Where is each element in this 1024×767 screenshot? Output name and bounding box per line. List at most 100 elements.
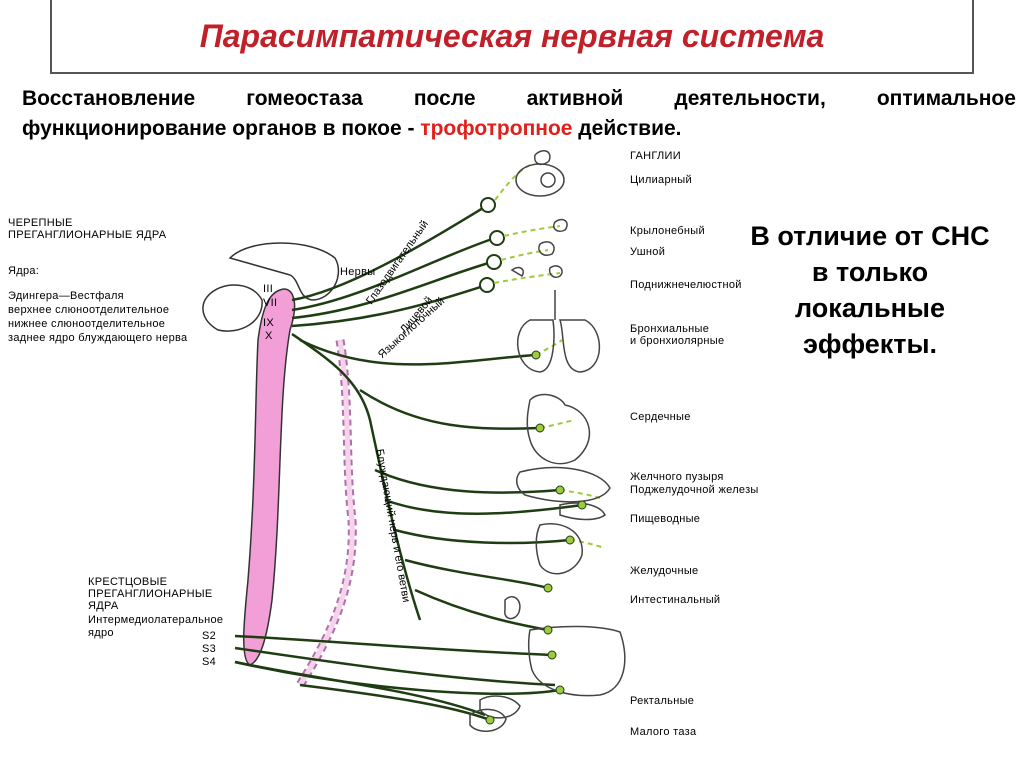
ganglion-ciliary: [480, 197, 496, 213]
intro-word: гомеостаза: [246, 87, 363, 110]
kidney: [504, 596, 521, 620]
vagus-cardiac: [359, 388, 541, 430]
intro-prefix: функционирование органов в покое -: [22, 117, 421, 140]
edinger-westphal-label: Эдингера—Вестфаля: [8, 290, 124, 302]
bladder: [469, 708, 507, 732]
intro-highlight: трофотропное: [420, 117, 573, 140]
callout-line: локальные: [795, 293, 945, 323]
gastric-label: Желудочные: [630, 565, 699, 577]
vagus-gastric: [404, 558, 549, 590]
rectal-label: Ректальные: [630, 695, 695, 707]
s4-label: S4: [202, 656, 217, 668]
bronchial-label-1: Бронхиальные: [630, 323, 710, 335]
intermediolateral-label-1: Интермедиолатераль­ное: [88, 614, 224, 626]
cn-ix-label: IX: [263, 317, 274, 329]
ganglion-gallbladder: [555, 485, 565, 495]
sacral-nerve-s2: [234, 634, 553, 657]
sacral-header-2: ПРЕГАНГЛИОНАРНЫЕ: [88, 588, 213, 600]
intro-line-1: Восстановление гомеостаза после активной…: [22, 84, 1016, 114]
pancreas-label: Поджелудочной железы: [630, 484, 759, 496]
sacral-nerve-pelvic: [299, 683, 491, 722]
pelvic-label: Малого таза: [630, 726, 697, 738]
title-box: Парасимпатическая нервная система: [50, 0, 974, 74]
lower-salivatory-label: нижнее слюноотделительное: [8, 318, 166, 330]
page-title: Парасимпатическая нервная система: [199, 18, 825, 54]
s3-label: S3: [202, 643, 217, 655]
postganglionic-esophageal: [569, 539, 606, 549]
esophageal-label: Пищеводные: [630, 513, 701, 525]
submandibular-gland: [510, 265, 563, 279]
postganglionic-ciliary: [494, 164, 531, 201]
facial-nerve-1: [291, 236, 496, 312]
ganglion-colon: [547, 650, 557, 660]
glossopharyngeal-nerve: [291, 283, 488, 328]
gallbladder-label: Желчного пузыря: [630, 471, 724, 483]
callout-line: В отличие от СНС: [750, 221, 990, 251]
brain-outline: [228, 242, 340, 301]
cn-x-label: X: [265, 330, 273, 342]
cranial-header-2: ПРЕГАНГЛИОНАРНЫЕ ЯДРА: [8, 229, 167, 241]
cranial-header-1: ЧЕРЕПНЫЕ: [8, 217, 73, 229]
cerebellum-outline: [202, 284, 263, 332]
vagus-bronchial: [299, 338, 537, 366]
eye-organ: [515, 163, 565, 197]
intro-line-2: функционирование органов в покое - трофо…: [22, 114, 1016, 144]
bronchial-label-2: и бронхиолярные: [630, 335, 725, 347]
intro-word: после: [413, 87, 476, 110]
cn-iii-label: III: [263, 283, 274, 295]
intro-word: активной: [526, 87, 624, 110]
intestinal-label: Интестинальный: [630, 594, 721, 606]
ganglion-pancreas: [577, 500, 587, 510]
rectum: [479, 695, 521, 719]
postganglionic-bronchial: [535, 339, 563, 356]
s2-label: S2: [202, 630, 217, 642]
vagus-pancreas: [384, 498, 583, 515]
ganglion-submandibular: [479, 277, 495, 293]
nasal-gland: [553, 218, 568, 233]
intro-text: Восстановление гомеостаза после активной…: [22, 84, 1016, 144]
vagus-intestinal: [414, 588, 549, 632]
postganglionic-gallbladder: [559, 489, 601, 499]
callout-line: в только: [811, 257, 929, 287]
ganglion-pelvic: [485, 715, 495, 725]
ganglion-intestinal: [543, 625, 553, 635]
postganglionic-otic: [500, 249, 549, 261]
ciliary-label: Цилиарный: [630, 174, 692, 186]
pterygopalatine-label: Крылонебный: [630, 225, 705, 237]
ganglion-cardiac: [535, 423, 545, 433]
colon: [527, 625, 626, 697]
postganglionic-submandibular: [493, 272, 561, 284]
parotid-gland: [538, 241, 555, 256]
intro-word: Восстановление: [22, 87, 196, 110]
nuclei-label: Ядра:: [8, 265, 40, 277]
vagus-nucleus-label: заднее ядро блуждающего нерва: [8, 332, 188, 344]
spinal-cord: [243, 288, 296, 666]
ganglion-pterygopalatine: [489, 230, 505, 246]
nerves-label: Нервы: [340, 266, 376, 278]
cardiac-label: Сердечные: [630, 411, 691, 423]
vagus-gallbladder: [374, 468, 561, 494]
upper-salivatory-label: верхнее слюноотделительное: [8, 304, 170, 316]
intro-word: деятельности,: [674, 87, 826, 110]
cn-vii-label: VII: [263, 297, 278, 309]
oculomotor-nerve: [291, 203, 489, 302]
ganglion-bronchial: [531, 350, 541, 360]
submandibular-label: Подниж­нечелюстной: [630, 279, 742, 291]
sacral-nerve-rectal: [234, 660, 561, 696]
sacral-header-1: КРЕСТЦОВЫЕ: [88, 576, 168, 588]
ganglia-header: ГАНГЛИИ: [630, 150, 681, 162]
sacral-header-3: ЯДРА: [88, 600, 119, 612]
ganglion-otic: [486, 254, 502, 270]
otic-label: Ушной: [630, 246, 666, 258]
ganglion-rectal: [555, 685, 565, 695]
liver-gallbladder: [515, 466, 611, 503]
stomach: [535, 523, 583, 575]
intro-suffix: действие.: [572, 117, 682, 140]
callout-line: эффекты.: [802, 329, 938, 359]
facial-nerve-2: [291, 260, 493, 320]
vagus-esophageal: [394, 528, 571, 545]
ganglion-gastric: [543, 583, 553, 593]
lungs: [516, 290, 601, 373]
heart: [526, 393, 591, 465]
